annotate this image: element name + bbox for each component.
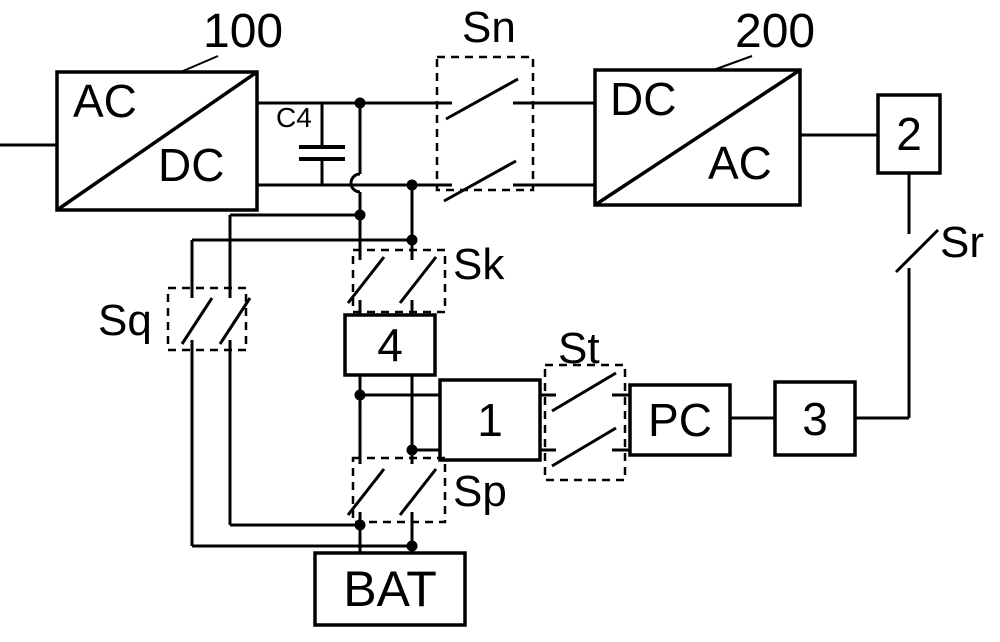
bat-label: BAT xyxy=(343,561,437,617)
acdc-bottom-label: DC xyxy=(158,139,225,191)
block4-label: 4 xyxy=(377,319,403,371)
switch-sn-top-blade xyxy=(445,77,519,121)
block1-label: 1 xyxy=(477,394,503,446)
switch-sk-box xyxy=(351,248,447,314)
dcac-top-label: DC xyxy=(610,73,677,125)
switch-sp-left-blade xyxy=(346,468,386,516)
pc-box xyxy=(628,383,732,457)
capacitor-c4-label: C4 xyxy=(276,102,312,133)
block3-box xyxy=(773,380,857,457)
block3-label: 3 xyxy=(802,392,828,445)
dcac-bottom-label: AC xyxy=(708,137,772,189)
wires xyxy=(0,101,911,553)
block2-label: 2 xyxy=(896,108,922,160)
switch-st-label: St xyxy=(558,324,600,373)
switch-st-top-blade xyxy=(551,371,617,413)
switch-sn-bottom-blade xyxy=(443,159,517,203)
ref-label-100: 100 xyxy=(203,5,284,58)
switch-blades xyxy=(180,77,940,516)
dcac-diagonal xyxy=(594,68,801,207)
acdc-top-label: AC xyxy=(73,75,137,127)
switch-sr-blade xyxy=(894,228,940,274)
switch-st-bottom-blade xyxy=(551,426,617,468)
acdc-diagonal xyxy=(56,70,258,212)
switch-sq-box xyxy=(166,286,248,352)
junction-dots xyxy=(354,97,418,552)
switch-enclosures xyxy=(166,55,627,524)
solid-blocks xyxy=(55,68,942,627)
ref-label-200: 200 xyxy=(735,5,816,58)
switch-sk-right-blade xyxy=(398,256,438,304)
block4-box xyxy=(343,313,437,377)
switch-sk-label: Sk xyxy=(453,240,505,289)
switch-sn-box xyxy=(435,55,535,192)
switch-sq-label: Sq xyxy=(98,296,152,345)
wire-crossover-hop xyxy=(349,172,361,194)
block2-box xyxy=(876,93,942,175)
switch-sq-left-blade xyxy=(180,297,214,345)
switch-sp-label: Sp xyxy=(453,467,507,516)
pc-label: PC xyxy=(648,394,712,446)
block1-box xyxy=(438,378,542,462)
capacitor-c4 xyxy=(299,145,345,161)
switch-sq-right-blade xyxy=(218,297,252,345)
switch-sp-box xyxy=(351,456,447,524)
switch-sk-left-blade xyxy=(346,256,386,304)
switch-sn-label: Sn xyxy=(462,3,516,52)
switch-sr-label: Sr xyxy=(940,218,984,267)
switch-sp-right-blade xyxy=(398,468,438,516)
bat-box xyxy=(313,551,467,627)
